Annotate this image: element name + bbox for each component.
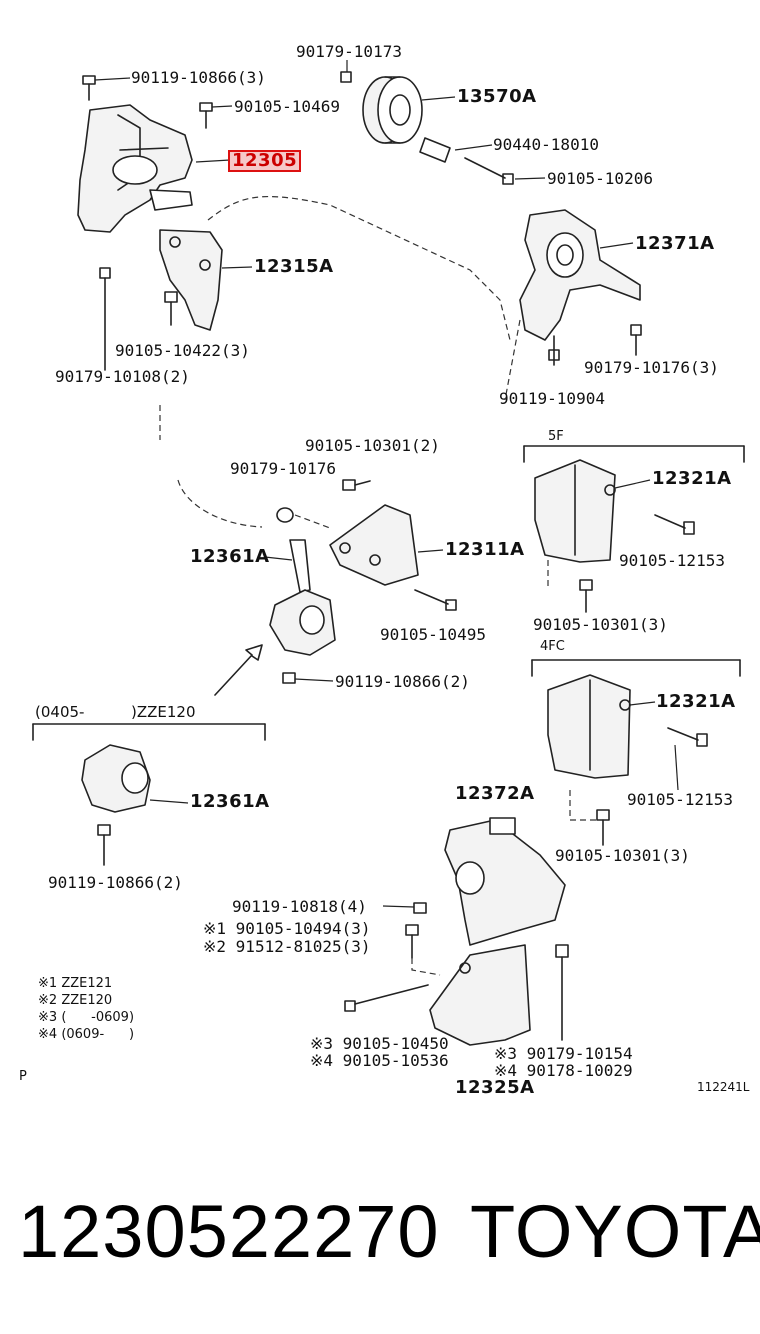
note-1: ※1 ZZE121: [38, 976, 113, 991]
bolt-90105-10301-2: [342, 479, 371, 491]
label-90105-10422-3: 90105-10422(3): [115, 341, 250, 360]
note-4: ※4 (0609- ): [38, 1027, 135, 1042]
label-90105-10450: ※3 90105-10450: [310, 1034, 449, 1053]
part-12325A-bracket: [429, 944, 531, 1046]
bolt-90105-10450: [344, 984, 429, 1012]
notes-legend: ※1 ZZE121 ※2 ZZE120 ※3 ( -0609) ※4 (0609…: [38, 976, 134, 1042]
part-12321A-4FC: [547, 674, 631, 779]
label-90178-10029: ※4 90178-10029: [494, 1061, 633, 1080]
label-12305-highlighted[interactable]: 12305: [228, 150, 302, 172]
part-12371A-mount: [519, 209, 641, 341]
bolt-90105-12153-top: [654, 514, 695, 535]
collar-90440-18010: [419, 137, 451, 163]
section-4FC: 4FC: [540, 639, 565, 654]
part-12361A-mount-top: [269, 539, 336, 656]
label-90179-10154: ※3 90179-10154: [494, 1044, 633, 1063]
nut-90179-10154: [555, 944, 569, 1041]
label-90105-12153-top: 90105-12153: [619, 551, 725, 570]
label-13570A[interactable]: 13570A: [457, 86, 537, 107]
drawing-number: 112241L: [697, 1080, 750, 1094]
section-zze120-start: (0405-: [35, 703, 85, 721]
part-12361A-mount-zze120: [81, 744, 151, 813]
bolt-90105-10495: [414, 589, 457, 611]
label-90105-10301-3-bot: 90105-10301(3): [555, 846, 690, 865]
part-13570A-pulley: [362, 76, 423, 144]
bolt-90179-10176-top: [630, 324, 642, 356]
label-12321A-5F[interactable]: 12321A: [652, 468, 732, 489]
note-3: ※3 ( -0609): [38, 1010, 135, 1025]
footer-brand: TOYOTA: [470, 1190, 760, 1273]
label-90105-10206: 90105-10206: [547, 169, 653, 188]
bolt-90105-10469: [199, 102, 213, 129]
label-12311A[interactable]: 12311A: [445, 539, 525, 560]
label-90179-10176-3: 90179-10176(3): [584, 358, 719, 377]
label-90119-10904: 90119-10904: [499, 389, 605, 408]
bolt-90105-10494: [405, 924, 419, 959]
label-90119-10818-4: 90119-10818(4): [232, 897, 367, 916]
label-90105-10494-3: ※1 90105-10494(3): [203, 919, 371, 938]
bolt-90119-10866-mid: [282, 672, 296, 684]
footer-part-number: 1230522270: [18, 1190, 440, 1273]
label-12321A-4FC[interactable]: 12321A: [656, 691, 736, 712]
part-12311A-bracket: [329, 504, 419, 586]
bolt-90105-10301-4FC: [596, 809, 610, 846]
label-90440-18010: 90440-18010: [493, 135, 599, 154]
bolt-90119-10866-zze120: [97, 824, 111, 866]
label-12325A[interactable]: 12325A: [455, 1077, 535, 1098]
label-90105-10495: 90105-10495: [380, 625, 486, 644]
nut-90179-10173: [340, 71, 352, 83]
bolt-90179-10108: [99, 267, 111, 371]
label-90179-10176: 90179-10176: [230, 459, 336, 478]
label-90105-10301-2: 90105-10301(2): [305, 436, 440, 455]
bolt-90105-10206: [464, 157, 514, 185]
bolt-90105-10301-5F: [579, 579, 593, 613]
label-90179-10108-2: 90179-10108(2): [55, 367, 190, 386]
bolt-90105-10422: [164, 291, 178, 326]
label-12372A[interactable]: 12372A: [455, 783, 535, 804]
part-12321A-5F: [534, 459, 616, 563]
direction-arrow: [214, 644, 263, 696]
label-90119-10866-2-mid: 90119-10866(2): [335, 672, 470, 691]
corner-letter: P: [19, 1069, 27, 1084]
bolt-90119-10818: [413, 902, 427, 914]
label-90105-10469: 90105-10469: [234, 97, 340, 116]
label-90119-10866-3: 90119-10866(3): [131, 68, 266, 87]
label-90105-10536: ※4 90105-10536: [310, 1051, 449, 1070]
bolt-90119-10866-top: [82, 75, 96, 101]
bolt-90105-12153-bot: [667, 727, 708, 747]
section-5F: 5F: [548, 429, 564, 444]
note-2: ※2 ZZE120: [38, 993, 113, 1008]
part-12315A-bracket: [159, 229, 223, 331]
bolt-90119-10904: [548, 335, 560, 366]
label-12361A-center[interactable]: 12361A: [190, 546, 270, 567]
label-12371A[interactable]: 12371A: [635, 233, 715, 254]
label-12361A-zze120[interactable]: 12361A: [190, 791, 270, 812]
label-90105-12153-bot: 90105-12153: [627, 790, 733, 809]
nut-90179-10176-center: [276, 507, 294, 523]
label-12315A[interactable]: 12315A: [254, 256, 334, 277]
label-90179-10173: 90179-10173: [296, 42, 402, 61]
label-90119-10866-2-bot: 90119-10866(2): [48, 873, 183, 892]
part-12372A-mount: [444, 817, 566, 946]
label-90105-10301-3-top: 90105-10301(3): [533, 615, 668, 634]
part-12305-mount: [77, 104, 193, 233]
section-zze120-end: )ZZE120: [131, 703, 196, 721]
label-91512-81025-3: ※2 91512-81025(3): [203, 937, 371, 956]
